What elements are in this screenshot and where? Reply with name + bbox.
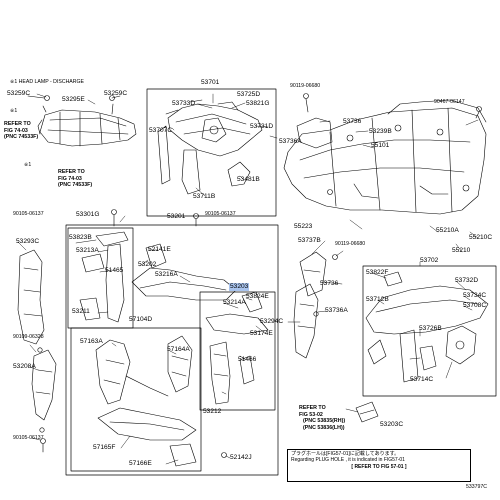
part-label-53736A-b[interactable]: 53736A: [325, 307, 348, 314]
note-line-japanese: プラグホールは[FIG57-01]に記載してあります。: [291, 451, 400, 457]
part-label-57104D[interactable]: 57104D: [129, 316, 153, 323]
part-label-53259C-b[interactable]: 53259C: [104, 90, 128, 97]
apron-rh-part: [157, 99, 263, 195]
ref-fig: FIG 53-02: [299, 411, 323, 418]
part-label-53481B[interactable]: 53481B: [237, 176, 260, 183]
part-label-53294C[interactable]: 53294C: [260, 318, 284, 325]
radiator-support-left: [79, 209, 129, 323]
bottom-bolt: [40, 438, 46, 453]
part-label-53213A[interactable]: 53213A: [76, 247, 99, 254]
part-label-53212[interactable]: 53212: [203, 408, 222, 415]
part-label-90105-06137-c[interactable]: 90105-06137: [13, 435, 44, 441]
part-label-53702[interactable]: 53702: [420, 257, 439, 264]
ref-pnc-rh: (PNC 53835(RH)): [303, 418, 346, 425]
part-label-53203-highlighted[interactable]: 53203: [229, 283, 250, 291]
headlamp-note: ※1 HEAD LAMP - DISCHARGE: [10, 79, 85, 85]
part-label-52142J[interactable]: 52142J: [230, 454, 252, 461]
part-label-90119-06680-b[interactable]: 90119-06680: [335, 241, 366, 247]
part-label-57165F[interactable]: 57165F: [93, 444, 116, 451]
part-label-55210A[interactable]: 55210A: [436, 227, 459, 234]
part-label-51466[interactable]: 51466: [238, 356, 257, 363]
ref-fig: FIG 74-03: [58, 175, 82, 182]
part-label-53201[interactable]: 53201: [167, 213, 186, 220]
part-label-53216A[interactable]: 53216A: [155, 271, 178, 278]
ref-pnc: (PNC 74533F): [4, 134, 39, 141]
refer-fig-74-03-a[interactable]: REFER TO FIG 74-03 (PNC 74533F): [4, 121, 38, 141]
part-label-53712B[interactable]: 53712B: [366, 296, 389, 303]
part-label-53259C[interactable]: 53259C: [7, 90, 31, 97]
part-label-53701[interactable]: 53701: [201, 79, 220, 86]
part-label-53174E[interactable]: 53174E: [250, 330, 273, 337]
ref-title: REFER TO: [299, 405, 326, 411]
part-label-90467-06147[interactable]: 90467-06147: [434, 99, 465, 105]
dash-panel-part: [283, 93, 487, 215]
part-label-57164A[interactable]: 57164A: [167, 346, 190, 353]
ref-title: REFER TO: [4, 121, 31, 127]
part-label-53736-b[interactable]: 53736: [320, 280, 339, 287]
asterisk-note-b: ※1: [24, 162, 32, 168]
part-label-52141E[interactable]: 52141E: [148, 246, 171, 253]
refer-fig-53-02[interactable]: REFER TO FIG 53-02 (PNC 53835(RH)) (PNC …: [299, 405, 345, 431]
part-label-53736[interactable]: 53736: [343, 118, 362, 125]
ref-pnc-lh: (PNC 53836(LH)): [303, 424, 345, 431]
part-label-53208A[interactable]: 53208A: [13, 363, 36, 370]
part-label-53731D[interactable]: 53731D: [250, 123, 274, 130]
part-label-90105-06137[interactable]: 90105-06137: [13, 211, 44, 217]
hood-seal-part: [27, 95, 137, 147]
part-label-53714C[interactable]: 53714C: [410, 376, 434, 383]
part-label-53725D[interactable]: 53725D: [237, 91, 261, 98]
part-label-53821G[interactable]: 53821G: [246, 100, 270, 107]
part-label-90109-06328[interactable]: 90109-06328: [13, 334, 44, 340]
part-label-55210[interactable]: 55210: [452, 247, 471, 254]
part-label-53202[interactable]: 53202: [138, 261, 157, 268]
part-label-53293C[interactable]: 53293C: [16, 238, 40, 245]
upper-member-part: [131, 213, 237, 301]
radiator-support-right: [205, 283, 319, 405]
part-label-53301G[interactable]: 53301G: [76, 211, 100, 218]
part-label-55210C[interactable]: 55210C: [469, 234, 493, 241]
part-label-53824E[interactable]: 53824E: [246, 293, 269, 300]
part-label-53211[interactable]: 53211: [72, 308, 90, 315]
leader-lines: [17, 93, 479, 465]
part-label-53737B[interactable]: 53737B: [298, 237, 321, 244]
part-label-53732D[interactable]: 53732D: [455, 277, 479, 284]
note-line-refer[interactable]: [ REFER TO FIG 57-01 ]: [351, 463, 407, 470]
part-label-53733D[interactable]: 53733D: [172, 100, 196, 107]
part-label-53711B[interactable]: 53711B: [193, 193, 216, 200]
part-label-57163A[interactable]: 57163A: [80, 338, 103, 345]
ref-title: REFER TO: [58, 169, 85, 175]
part-label-57166E[interactable]: 57166E: [129, 460, 152, 467]
side-support-parts: [17, 249, 57, 433]
part-label-53214A[interactable]: 53214A: [223, 299, 246, 306]
diagram-id: 533797C: [466, 484, 488, 490]
lower-support-part: [95, 335, 227, 467]
ref-fig: FIG 74-03: [4, 127, 28, 134]
part-label-51465[interactable]: 51465: [105, 267, 124, 274]
apron-lh-part: [365, 271, 489, 383]
note-line-english: Regarding PLUG HOLE , it is indicated in…: [291, 457, 405, 464]
part-label-53708C[interactable]: 53708C: [463, 302, 487, 309]
part-label-53822F[interactable]: 53822F: [366, 269, 389, 276]
part-label-55101[interactable]: 55101: [371, 142, 390, 149]
part-label-53736A[interactable]: 53736A: [279, 138, 302, 145]
part-label-53734C[interactable]: 53734C: [463, 292, 487, 299]
part-label-90119-06680[interactable]: 90119-06680: [290, 83, 321, 89]
part-label-53726B[interactable]: 53726B: [419, 325, 442, 332]
part-label-53707C[interactable]: 53707C: [149, 127, 173, 134]
plug-hole-note: プラグホールは[FIG57-01]に記載してあります。 Regarding PL…: [287, 449, 471, 482]
part-label-90105-06137-b[interactable]: 90105-06137: [205, 211, 236, 217]
group-box-frames: [65, 88, 497, 476]
ref-pnc: (PNC 74533F): [58, 182, 93, 189]
hood-lock-bracket: [355, 401, 379, 423]
part-label-53203C[interactable]: 53203C: [380, 421, 404, 428]
part-label-53239B[interactable]: 53239B: [369, 128, 392, 135]
apron-lh-bracket: [299, 251, 338, 317]
part-label-53295E[interactable]: 53295E: [62, 96, 85, 103]
part-label-53823B[interactable]: 53823B: [69, 234, 92, 241]
part-label-55223[interactable]: 55223: [294, 223, 313, 230]
asterisk-note-a: ※1: [10, 108, 18, 114]
refer-fig-74-03-b[interactable]: REFER TO FIG 74-03 (PNC 74533F): [58, 169, 92, 189]
